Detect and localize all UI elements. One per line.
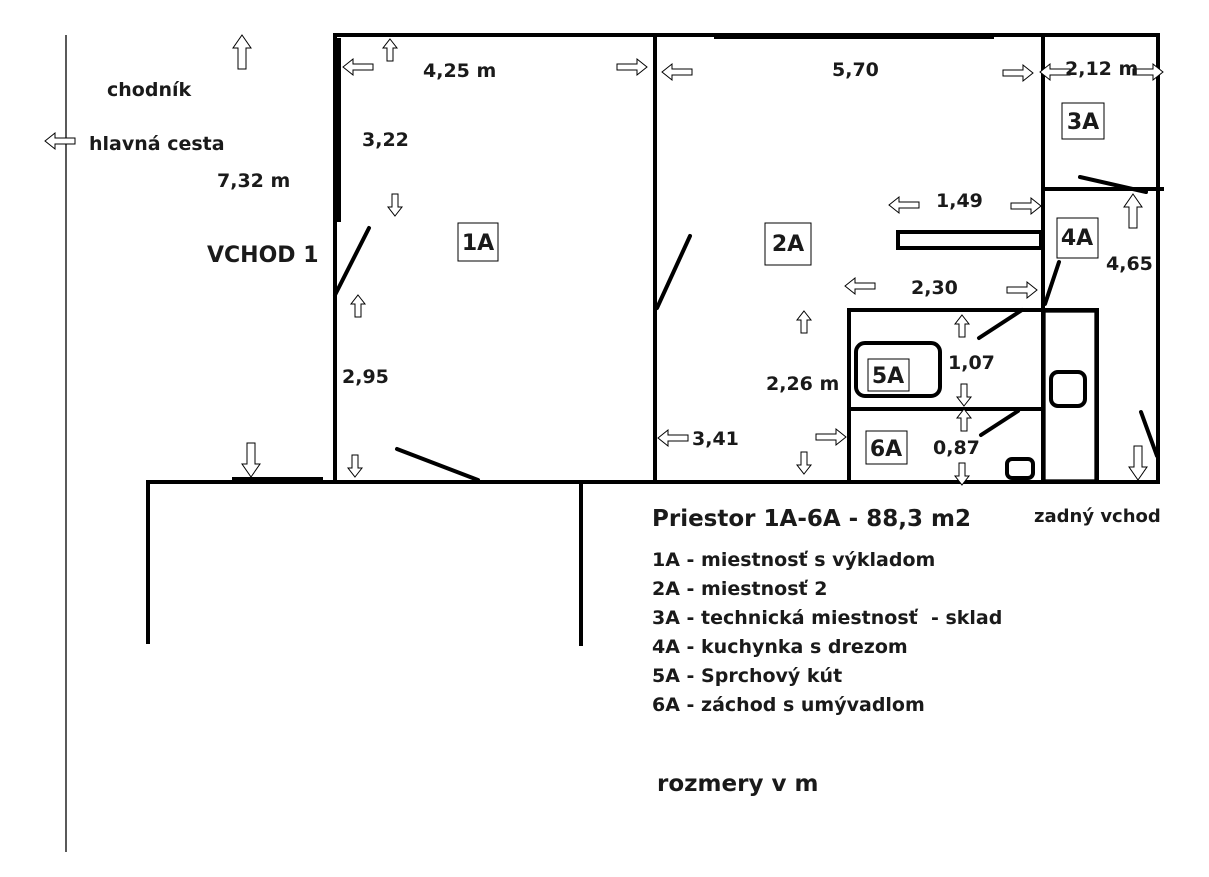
arrow-up-icon [796,310,812,334]
arrow-left-icon [342,58,374,76]
legend-item: 3A - technická miestnosť - sklad [652,607,1002,629]
dim-2-26: 2,26 m [766,373,839,395]
legend-item: 4A - kuchynka s drezom [652,636,908,658]
dimension-labels: 4,25 m 5,70 2,12 m 3,22 7,32 m 1,49 4,65… [217,58,1153,459]
dim-4-25: 4,25 m [423,60,496,82]
room-3a-label: 3A [1067,110,1099,135]
legend-item: 5A - Sprchový kút [652,665,842,687]
dim-2-95: 2,95 [342,366,389,388]
dim-0-87: 0,87 [933,437,980,459]
arrow-right-icon [815,428,847,446]
room-4a-label: 4A [1061,226,1093,251]
dim-3-41: 3,41 [692,428,739,450]
dim-2-30: 2,30 [911,277,958,299]
sidewalk-label: chodník [107,79,191,101]
arrow-down-icon [387,193,403,217]
legend-item: 1A - miestnosť s výkladom [652,549,935,571]
room-2a-label: 2A [772,232,804,257]
toilet [1005,457,1035,480]
legend-item: 2A - miestnosť 2 [652,578,827,600]
arrow-left-icon [661,63,693,81]
dim-7-32: 7,32 m [217,170,290,192]
units-note: rozmery v m [657,771,818,797]
arrow-left-icon [657,429,689,447]
doors [333,175,1159,482]
arrow-up-icon [956,408,972,432]
arrow-left-icon [844,277,876,295]
room-1a-label: 1A [462,231,494,256]
dim-1-49: 1,49 [936,190,983,212]
room-labels: 1A 2A 3A 4A 5A 6A [457,102,1105,465]
arrow-left-icon [888,196,920,214]
walls [146,33,1164,646]
arrow-right-icon [616,58,648,76]
arrow-down-icon [796,451,812,475]
arrow-left-icon [44,132,76,150]
arrow-right-icon [1010,197,1042,215]
dim-2-12: 2,12 m [1065,58,1138,80]
room-5a-label: 5A [872,364,904,389]
sink [1049,370,1087,408]
arrow-right-icon [1002,64,1034,82]
dim-3-22: 3,22 [362,129,409,151]
room-legend: 1A - miestnosť s výkladom 2A - miestnosť… [652,549,1002,716]
arrow-up-icon [382,38,398,62]
arrow-up-icon [232,34,252,70]
rear-entrance-label: zadný vchod [1034,506,1161,527]
arrow-down-icon [347,454,363,478]
arrow-right-icon [1006,281,1038,299]
kitchen-counter [896,230,1043,250]
dim-4-65: 4,65 [1106,253,1153,275]
legend-item: 6A - záchod s umývadlom [652,694,925,716]
arrow-down-icon [241,442,261,478]
main-road-label: hlavná cesta [89,133,225,155]
arrow-up-icon [954,314,970,338]
entrance-1-label: VCHOD 1 [207,243,319,268]
dim-1-07: 1,07 [948,352,995,374]
arrow-down-icon [956,383,972,407]
fixtures [854,230,1096,481]
arrow-up-icon [1123,193,1143,229]
summary-title: Priestor 1A-6A - 88,3 m2 [652,506,971,532]
room-6a-label: 6A [870,437,902,462]
arrow-down-icon [1128,445,1148,481]
dim-5-70: 5,70 [832,59,879,81]
arrow-up-icon [350,294,366,318]
